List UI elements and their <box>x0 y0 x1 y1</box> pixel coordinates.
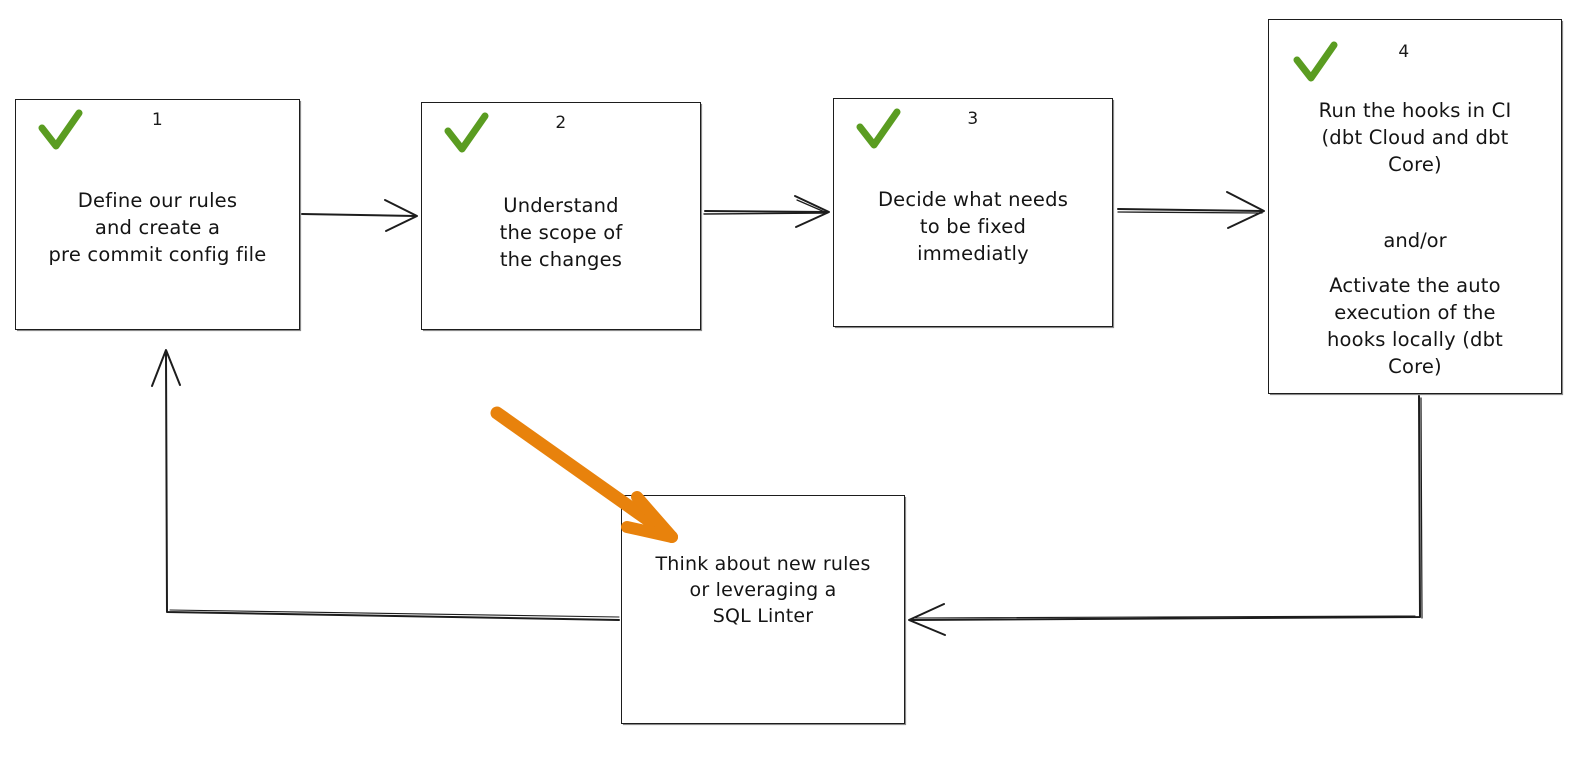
green-check-icon <box>1293 41 1338 82</box>
step-node-3[interactable]: 3 Decide what needs to be fixed immediat… <box>833 98 1113 327</box>
step-number: 1 <box>151 110 164 130</box>
loop-node[interactable]: Think about new rules or leveraging a SQ… <box>621 495 905 724</box>
step-node-1[interactable]: 1 Define our rules and create a pre comm… <box>15 99 300 330</box>
arrow-2-to-3 <box>703 195 830 228</box>
step-text-top: Run the hooks in CI (dbt Cloud and dbt C… <box>1318 99 1512 176</box>
step-text: Understand the scope of the changes <box>499 194 623 271</box>
green-check-icon <box>856 108 901 149</box>
step-text-bottom: Activate the auto execution of the hooks… <box>1326 274 1504 378</box>
step-text-middle: and/or <box>1383 229 1447 252</box>
green-check-icon <box>444 112 489 153</box>
step-node-4[interactable]: 4 Run the hooks in CI (dbt Cloud and dbt… <box>1268 19 1562 394</box>
green-check-icon <box>38 109 83 150</box>
step-text: Decide what needs to be fixed immediatly <box>877 188 1069 265</box>
step-text: Define our rules and create a pre commit… <box>48 189 267 266</box>
arrow-loop-to-1 <box>151 349 620 621</box>
arrow-4-to-loop <box>908 395 1423 636</box>
loop-text: Think about new rules or leveraging a SQ… <box>655 553 871 628</box>
step-number: 4 <box>1398 42 1410 62</box>
arrow-3-to-4 <box>1117 191 1265 229</box>
step-number: 2 <box>555 113 567 133</box>
step-node-2[interactable]: 2 Understand the scope of the changes <box>421 102 701 330</box>
step-number: 3 <box>967 109 979 129</box>
arrow-1-to-2 <box>301 199 418 232</box>
